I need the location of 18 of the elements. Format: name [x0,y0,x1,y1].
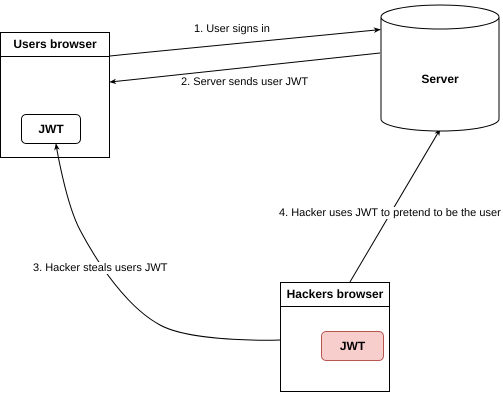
arrow [54,143,280,341]
token-label: JWT [38,122,64,136]
server-label: Server [420,72,460,86]
edge-label: 2. Server sends user JWT [180,76,310,88]
browser-window [0,32,110,158]
token-box [21,114,81,144]
window-title: Users browser [1,33,109,57]
browser-window [280,282,390,392]
arrow [109,52,380,84]
arrow [110,27,381,56]
token-label: JWT [340,339,366,353]
edge-label: 1. User signs in [193,23,271,35]
edge-label: 3. Hacker steals users JWT [32,262,168,274]
window-title: Hackers browser [281,283,389,307]
arrow [349,128,440,282]
token-box [321,331,384,361]
server-cylinder [380,4,500,132]
edge-label: 4. Hacker uses JWT to pretend to be the user [278,207,502,219]
